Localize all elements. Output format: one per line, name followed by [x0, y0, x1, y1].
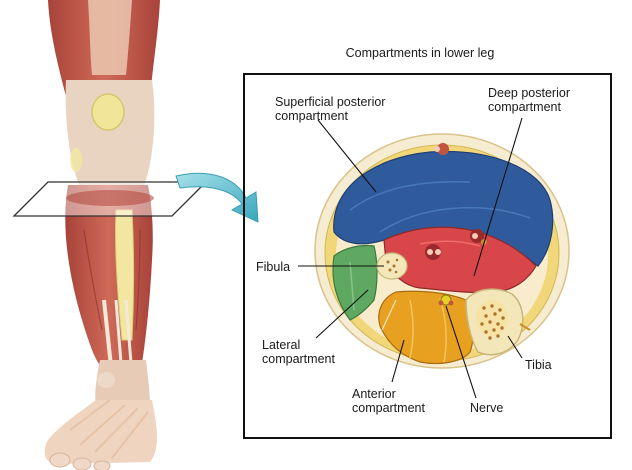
- quad-tendon: [88, 0, 132, 75]
- ankle: [95, 360, 150, 405]
- label-superficial-posterior: Superficial posterior compartment: [275, 95, 385, 123]
- label-superficial-posterior-line1: Superficial posterior: [275, 95, 386, 109]
- lateral-compartment: [332, 244, 378, 321]
- tibia-bone: [114, 209, 134, 341]
- cross-section-frame: [243, 73, 612, 439]
- nerve-bundle: [440, 294, 452, 306]
- label-superficial-posterior-line2: compartment: [275, 109, 348, 123]
- label-anterior-line2: compartment: [352, 401, 425, 415]
- label-anterior: Anterior compartment: [352, 387, 425, 415]
- label-anterior-line1: Anterior: [352, 387, 396, 401]
- label-deep-posterior: Deep posterior compartment: [488, 86, 570, 114]
- label-lateral-line2: compartment: [262, 352, 335, 366]
- leader-deep: [473, 117, 523, 277]
- label-nerve: Nerve: [470, 401, 504, 415]
- label-lateral-line1: Lateral: [262, 338, 301, 352]
- leader-superficial: [317, 119, 377, 193]
- pointer-arrow: [175, 172, 259, 223]
- leader-lateral: [315, 289, 369, 339]
- leader-lines: [298, 117, 523, 399]
- label-fibula: Fibula: [256, 260, 291, 274]
- toe: [49, 452, 71, 468]
- label-tibia: Tibia: [525, 358, 552, 372]
- toe: [72, 457, 92, 470]
- label-lateral: Lateral compartment: [262, 338, 335, 366]
- leader-tibia: [507, 335, 523, 359]
- label-deep-posterior-line1: Deep posterior: [488, 86, 570, 100]
- leader-anterior: [391, 339, 405, 383]
- leg-illustration: [12, 0, 208, 470]
- toe: [93, 460, 111, 470]
- patella: [91, 93, 125, 131]
- cross-section: [314, 133, 570, 369]
- diagram-title: Compartments in lower leg: [345, 46, 495, 60]
- leader-nerve: [445, 305, 477, 399]
- knee: [65, 80, 155, 190]
- label-deep-posterior-line2: compartment: [488, 100, 561, 114]
